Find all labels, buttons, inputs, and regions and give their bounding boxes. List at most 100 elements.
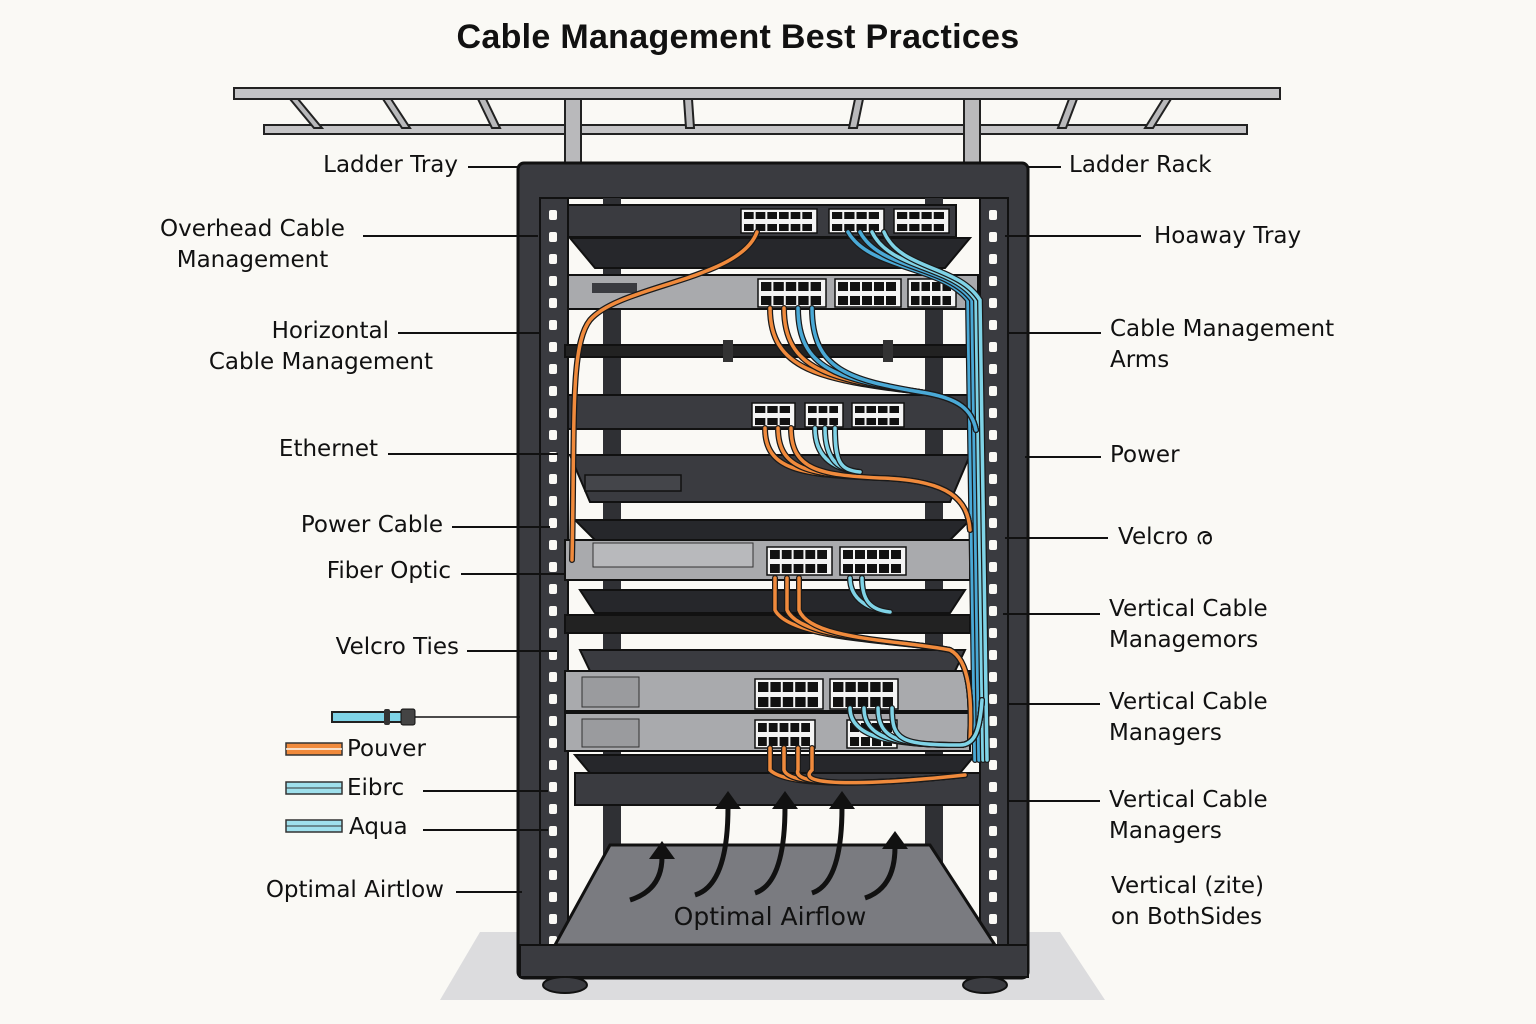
ethernet-port bbox=[872, 737, 881, 746]
ethernet-port bbox=[833, 682, 844, 692]
rail-hole bbox=[549, 584, 557, 594]
ethernet-port bbox=[857, 697, 869, 707]
ladder-tray bbox=[233, 87, 1281, 166]
airflow-arrow-head bbox=[882, 831, 908, 849]
ethernet-port bbox=[921, 224, 932, 231]
label-power: Power bbox=[1110, 442, 1180, 468]
rail-hole bbox=[989, 298, 997, 308]
label-ethernet: Ethernet bbox=[278, 436, 378, 462]
ethernet-port bbox=[781, 550, 792, 559]
ethernet-port bbox=[790, 224, 801, 231]
power-cable bbox=[570, 230, 759, 562]
ethernet-port bbox=[845, 697, 856, 707]
ethernet-port bbox=[805, 564, 816, 573]
ethernet-port bbox=[850, 723, 859, 732]
ethernet-port bbox=[843, 564, 853, 573]
ethernet-port bbox=[862, 296, 872, 305]
rail-hole bbox=[989, 430, 997, 440]
ethernet-cable bbox=[789, 426, 972, 532]
rail-hole bbox=[989, 826, 997, 836]
ethernet-port bbox=[767, 418, 778, 425]
ethernet-port bbox=[844, 224, 855, 231]
ethernet-port bbox=[855, 406, 865, 413]
ethernet-port bbox=[817, 564, 827, 573]
ethernet-port bbox=[833, 697, 844, 707]
ethernet-port bbox=[817, 550, 827, 559]
ethernet-port bbox=[872, 723, 881, 732]
ethernet-port bbox=[807, 697, 818, 707]
ethernet-port bbox=[933, 212, 944, 219]
rail-hole bbox=[549, 826, 557, 836]
ethernet-port bbox=[779, 212, 789, 219]
ethernet-port bbox=[843, 550, 853, 559]
ethernet-port bbox=[866, 418, 876, 425]
airflow-arrow bbox=[864, 846, 898, 901]
ethernet-port bbox=[921, 282, 930, 291]
ethernet-port bbox=[867, 550, 877, 559]
ethernet-port bbox=[768, 723, 778, 732]
ethernet-port bbox=[805, 550, 816, 559]
ethernet-port bbox=[770, 697, 781, 707]
ethernet-port bbox=[802, 224, 812, 231]
shelf-3 bbox=[572, 519, 973, 541]
ethernet-port bbox=[798, 296, 809, 305]
rail-hole bbox=[989, 914, 997, 924]
ethernet-port bbox=[808, 418, 817, 425]
rail-hole bbox=[549, 892, 557, 902]
ethernet-port bbox=[856, 224, 867, 231]
ethernet-port bbox=[861, 723, 870, 732]
leader-line bbox=[456, 891, 522, 893]
ethernet-port bbox=[838, 296, 848, 305]
ethernet-port bbox=[785, 282, 797, 291]
ethernet-port bbox=[801, 723, 810, 732]
leader-line bbox=[468, 166, 520, 168]
ethernet-port bbox=[793, 550, 804, 559]
rail-hole bbox=[549, 496, 557, 506]
leader-line bbox=[363, 235, 538, 237]
fiber-cable bbox=[833, 426, 862, 474]
ethernet-port bbox=[878, 418, 888, 425]
leader-line bbox=[423, 829, 548, 831]
ethernet-port bbox=[850, 737, 859, 746]
rack-foot bbox=[542, 976, 588, 994]
rail-hole bbox=[989, 562, 997, 572]
ethernet-port bbox=[744, 212, 754, 219]
rail-hole bbox=[549, 672, 557, 682]
ethernet-port bbox=[882, 697, 893, 707]
label-velcro-ties: Velcro Ties bbox=[335, 634, 459, 660]
ethernet-port bbox=[891, 550, 901, 559]
ethernet-port bbox=[897, 224, 908, 231]
ethernet-port bbox=[782, 697, 794, 707]
ethernet-port bbox=[909, 224, 920, 231]
rail-hole bbox=[549, 694, 557, 704]
label-hoaway-tray: Hoaway Tray bbox=[1154, 223, 1302, 249]
rail-hole bbox=[549, 430, 557, 440]
ethernet-port bbox=[883, 723, 892, 732]
ethernet-port bbox=[874, 296, 884, 305]
rail-hole bbox=[989, 694, 997, 704]
ethernet-port bbox=[801, 737, 810, 746]
ethernet-port bbox=[795, 682, 806, 692]
ethernet-port bbox=[844, 212, 855, 219]
leader-line bbox=[388, 453, 558, 455]
airflow-arrow bbox=[811, 806, 845, 896]
ethernet-port bbox=[779, 737, 789, 746]
patch-cable bbox=[810, 306, 978, 432]
ethernet-port bbox=[832, 224, 843, 231]
rail-hole bbox=[549, 760, 557, 770]
rail-hole bbox=[549, 628, 557, 638]
rail-hole bbox=[549, 650, 557, 660]
rail-hole bbox=[989, 254, 997, 264]
rail-hole bbox=[549, 342, 557, 352]
ethernet-port bbox=[932, 296, 941, 305]
rail-hole bbox=[989, 474, 997, 484]
airflow-arrow bbox=[754, 806, 788, 896]
ethernet-port bbox=[781, 564, 792, 573]
ethernet-port bbox=[879, 564, 889, 573]
rail-hole bbox=[989, 320, 997, 330]
ethernet-port bbox=[790, 723, 800, 732]
rail-hole bbox=[989, 870, 997, 880]
ethernet-port bbox=[886, 296, 896, 305]
ethernet-port bbox=[798, 282, 809, 291]
ethernet-port bbox=[818, 418, 828, 425]
